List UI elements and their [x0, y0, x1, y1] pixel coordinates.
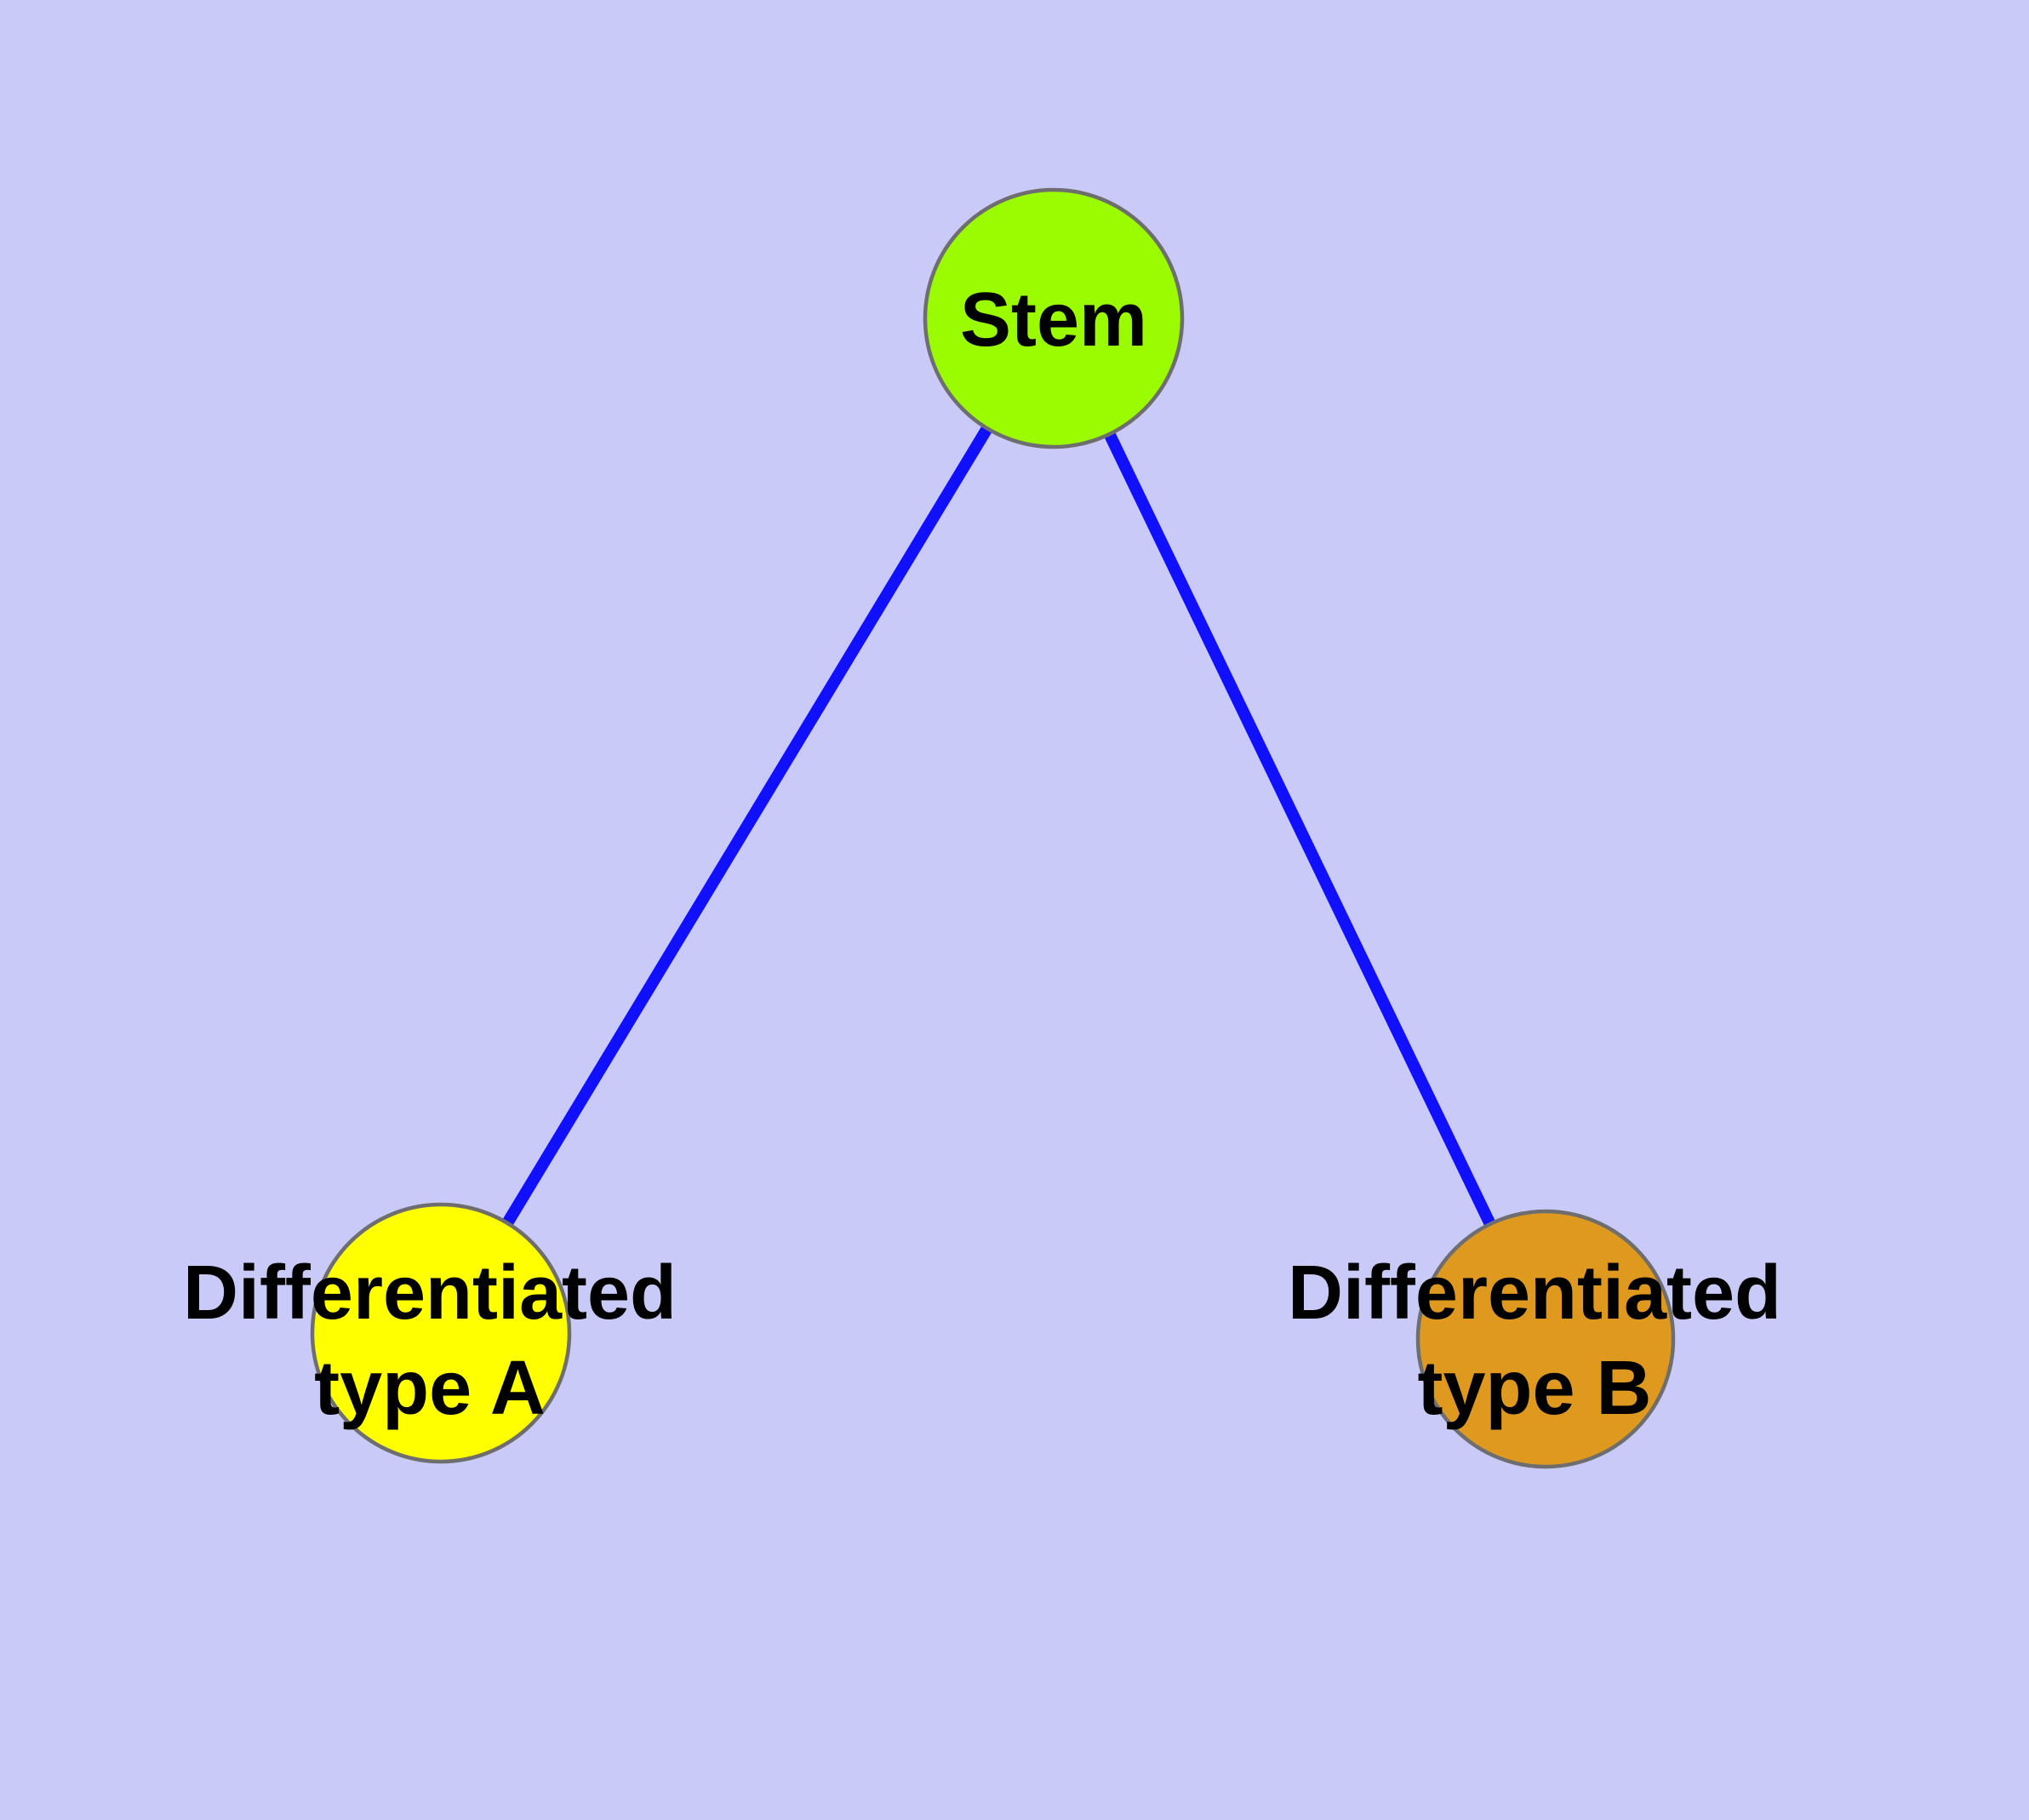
node-type-a-label-line1: Differentiated — [183, 1251, 677, 1336]
node-differentiated-type-b — [1415, 1209, 1676, 1469]
node-stem-label: Stem — [960, 278, 1147, 363]
node-differentiated-type-a — [310, 1202, 572, 1464]
node-type-a-label-line2: type A — [314, 1346, 546, 1431]
edge-stem-to-type-a — [436, 315, 1059, 1336]
node-type-b-label-line1: Differentiated — [1288, 1251, 1781, 1336]
node-type-b-label-line2: type B — [1417, 1346, 1651, 1431]
node-stem — [923, 187, 1185, 449]
edge-stem-to-type-b — [1048, 315, 1552, 1342]
